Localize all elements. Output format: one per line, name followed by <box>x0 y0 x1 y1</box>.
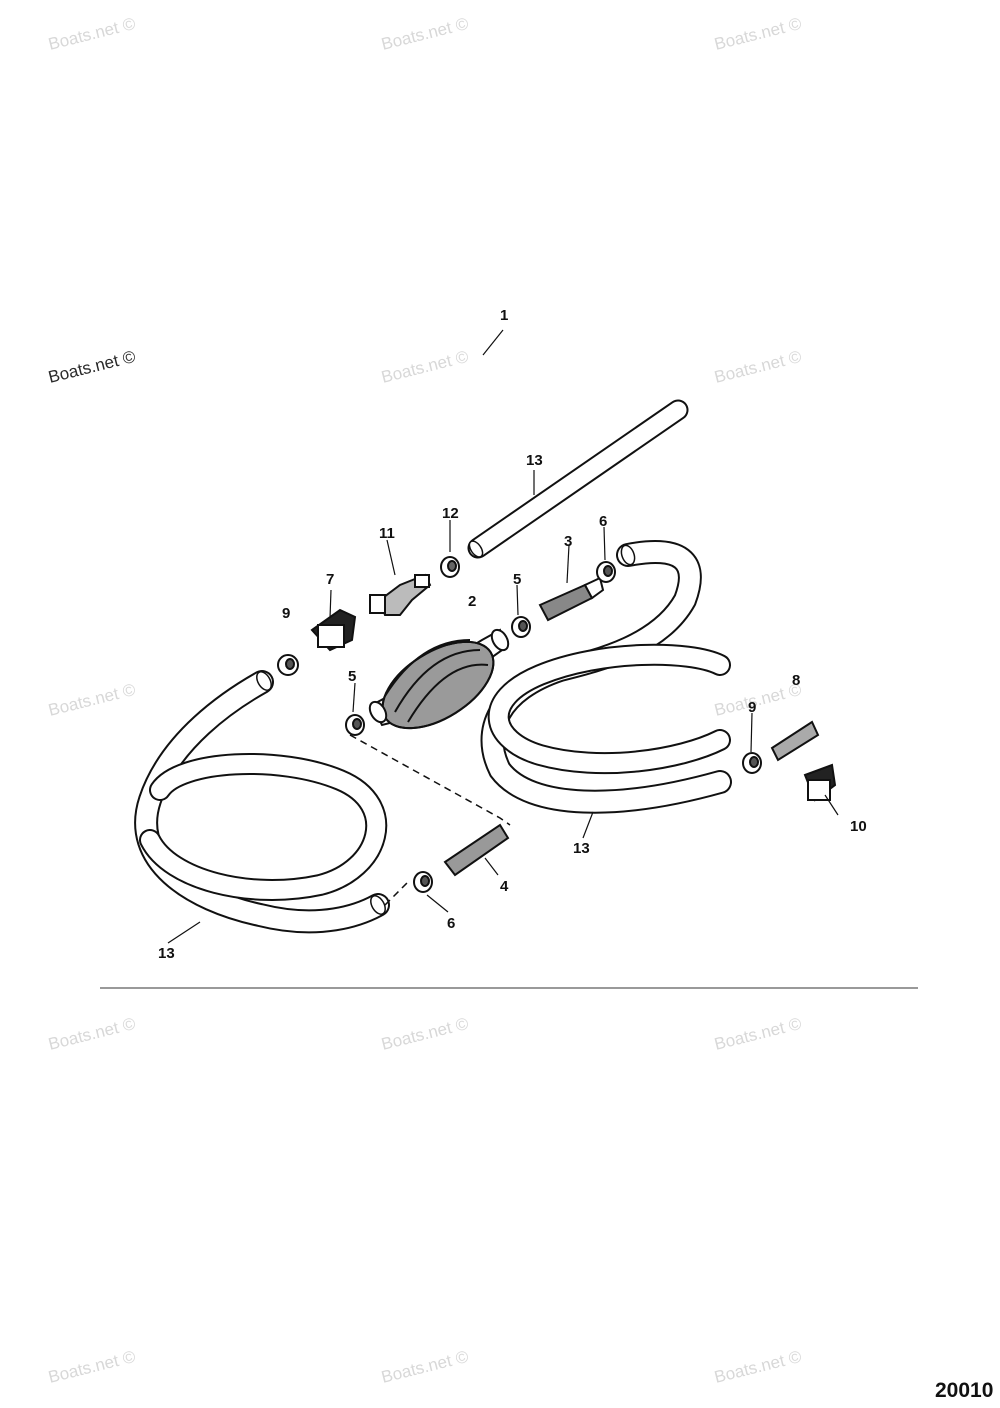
callout-label: 13 <box>573 840 590 857</box>
callout-label: 9 <box>748 699 756 716</box>
hoses <box>134 399 732 934</box>
callout-label: 13 <box>526 452 543 469</box>
clamp-6-upper <box>596 561 616 583</box>
clamp-9-left <box>277 654 299 676</box>
left-coiled-hose <box>134 670 390 934</box>
callout-label: 6 <box>447 915 455 932</box>
primer-bulb <box>368 628 510 730</box>
right-coiled-hose <box>480 540 732 814</box>
connector-8 <box>770 720 820 762</box>
watermark: Boats.net © <box>46 1014 137 1054</box>
callout-label: 5 <box>348 668 356 685</box>
clamp-6-lower <box>413 871 433 893</box>
callout-label: 2 <box>468 593 476 610</box>
connector-4 <box>443 823 510 877</box>
quick-connector-7 <box>310 608 357 652</box>
clamp-5-lower <box>345 714 365 736</box>
dashed-connection-line <box>384 879 411 906</box>
callout-label: 11 <box>379 525 395 542</box>
callout-label: 3 <box>564 533 572 550</box>
clamp-5-upper <box>511 616 531 638</box>
callout-label: 8 <box>792 672 800 689</box>
callout-label: 7 <box>326 571 334 588</box>
watermark: Boats.net © <box>46 347 137 387</box>
straight-hose <box>467 399 689 559</box>
watermark: Boats.net © <box>46 14 137 54</box>
watermark: Boats.net © <box>379 14 470 54</box>
watermark: Boats.net © <box>712 347 803 387</box>
callouts: 1 13 12 11 7 9 5 2 3 6 5 8 9 10 13 4 6 1… <box>158 307 867 962</box>
clamp-9-right <box>742 752 762 774</box>
watermark: Boats.net © <box>712 1014 803 1054</box>
callout-label: 6 <box>599 513 607 530</box>
dashed-connection-line <box>349 734 511 826</box>
callout-label: 5 <box>513 571 521 588</box>
callout-label: 10 <box>850 818 867 835</box>
watermark: Boats.net © <box>712 680 803 720</box>
callout-label: 9 <box>282 605 290 622</box>
figure-number: 20010 <box>935 1379 993 1402</box>
callout-label: 4 <box>500 878 509 895</box>
callout-label: 13 <box>158 945 175 962</box>
watermark: Boats.net © <box>379 1014 470 1054</box>
watermark: Boats.net © <box>46 680 137 720</box>
watermark: Boats.net © <box>712 14 803 54</box>
quick-connector-10 <box>803 763 837 802</box>
valve-fitting <box>369 573 432 616</box>
watermark: Boats.net © <box>712 1347 803 1387</box>
callout-label: 12 <box>442 505 459 522</box>
callout-label: 1 <box>500 307 508 324</box>
connector-3 <box>538 576 605 622</box>
leader-lines <box>167 329 839 944</box>
watermark: Boats.net © <box>379 347 470 387</box>
watermark: Boats.net © <box>46 1347 137 1387</box>
clamp-12 <box>440 556 460 578</box>
watermark: Boats.net © <box>379 1347 470 1387</box>
